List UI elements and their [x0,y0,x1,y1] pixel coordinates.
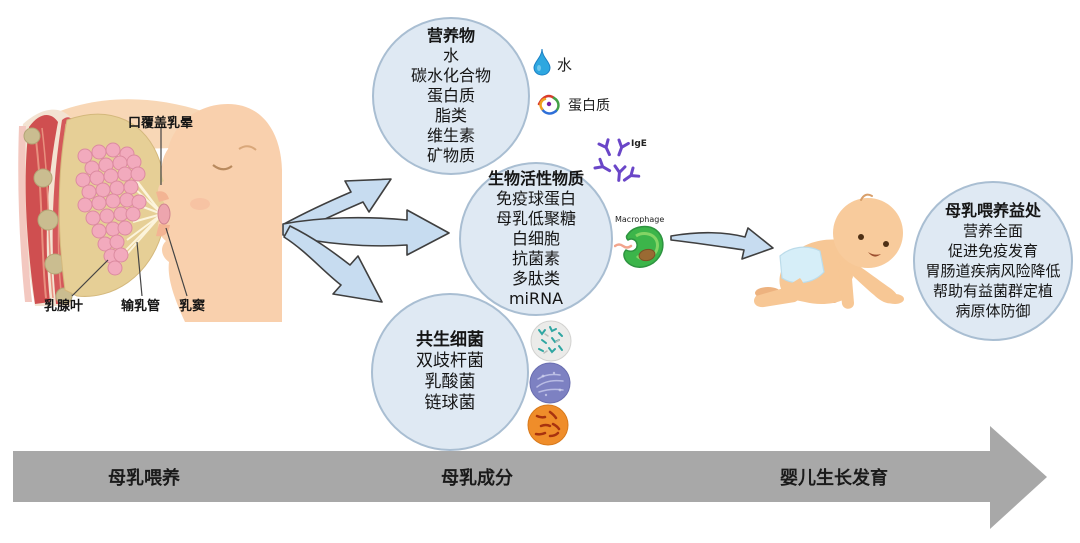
bioactive-item: 母乳低聚糖 [495,209,576,228]
bacteria-item: 链球菌 [424,393,476,413]
bioactive-title: 生物活性物质 [487,169,584,188]
mammary-lobules [75,142,147,276]
breastfeeding-benefits-circle: 母乳喂养益处 营养全面 促进免疫发育 胃肠道疾病风险降低 帮助有益菌群定植 病原… [913,181,1073,341]
protein-molecule-icon [537,94,560,115]
anatomy-label-mammary-lobe: 乳腺叶 [44,299,84,314]
benefits-item: 胃肠道疾病风险降低 [925,262,1061,280]
water-icon-label: 水 [557,56,573,74]
bacteria-micrograph-strepto [527,404,569,446]
bioactive-item: miRNA [508,289,564,308]
nutrients-item: 维生素 [426,126,475,145]
nutrients-circle: 营养物 水 碳水化合物 蛋白质 脂类 维生素 矿物质 [372,17,530,175]
arrow-to-infant [670,227,774,260]
nutrients-title: 营养物 [426,26,475,45]
breastfeeding-anatomy-illustration [18,99,282,322]
lower-lip [156,224,170,237]
nutrients-item: 碳水化合物 [410,66,491,85]
nutrients-item: 矿物质 [426,146,475,165]
macrophage-icon-label: Macrophage [615,215,665,224]
anatomy-label-mouth-areola: 口覆盖乳晕 [128,116,194,131]
skin-strip [18,126,32,302]
ige-icon-label: IgE [631,139,647,149]
timeline-stage-milk-components: 母乳成分 [441,468,513,489]
label-pointer-lines [71,128,188,297]
anatomy-label-milk-duct: 输乳管 [121,299,161,314]
cheek [190,198,210,210]
nutrients-item: 脂类 [434,106,467,125]
bioactive-item: 多肽类 [511,269,560,288]
ige-antibody-icon [593,138,641,182]
benefits-item: 病原体防御 [955,302,1031,320]
upper-lip [156,191,169,202]
timeline-stage-breastfeeding: 母乳喂养 [108,468,180,489]
macrophage-icon [614,225,664,268]
arrow-to-bacteria [283,225,383,303]
closed-eye [212,164,233,171]
bacteria-title: 共生细菌 [416,330,484,350]
bacteria-item: 双歧杆菌 [416,351,484,371]
benefits-item: 促进免疫发育 [947,242,1038,260]
bioactive-item: 抗菌素 [511,249,560,268]
bioactive-substances-circle: 生物活性物质 免疫球蛋白 母乳低聚糖 白细胞 抗菌素 多肽类 miRNA [459,162,613,316]
nipple [157,203,171,225]
bacteria-item: 乳酸菌 [424,372,476,392]
crawling-baby-illustration [753,193,904,309]
bacteria-micrograph-bifido [530,320,572,362]
benefits-item: 营养全面 [962,222,1023,240]
timeline-arrow [13,426,1047,529]
benefits-title: 母乳喂养益处 [944,201,1041,220]
bioactive-item: 白细胞 [511,229,560,248]
commensal-bacteria-circle: 共生细菌 双歧杆菌 乳酸菌 链球菌 [371,293,529,451]
infant-face-profile [157,104,282,322]
benefits-item: 帮助有益菌群定植 [932,282,1053,300]
anatomy-label-milk-sinus: 乳窦 [179,299,206,314]
eyebrow [238,145,257,151]
water-drop-icon [533,48,551,76]
nutrients-item: 水 [442,46,459,65]
timeline-stage-infant-growth: 婴儿生长发育 [780,468,888,489]
nutrients-item: 蛋白质 [426,86,475,105]
bacteria-micrograph-lacto [529,362,571,404]
bioactive-item: 免疫球蛋白 [495,189,576,208]
protein-icon-label: 蛋白质 [568,98,610,114]
